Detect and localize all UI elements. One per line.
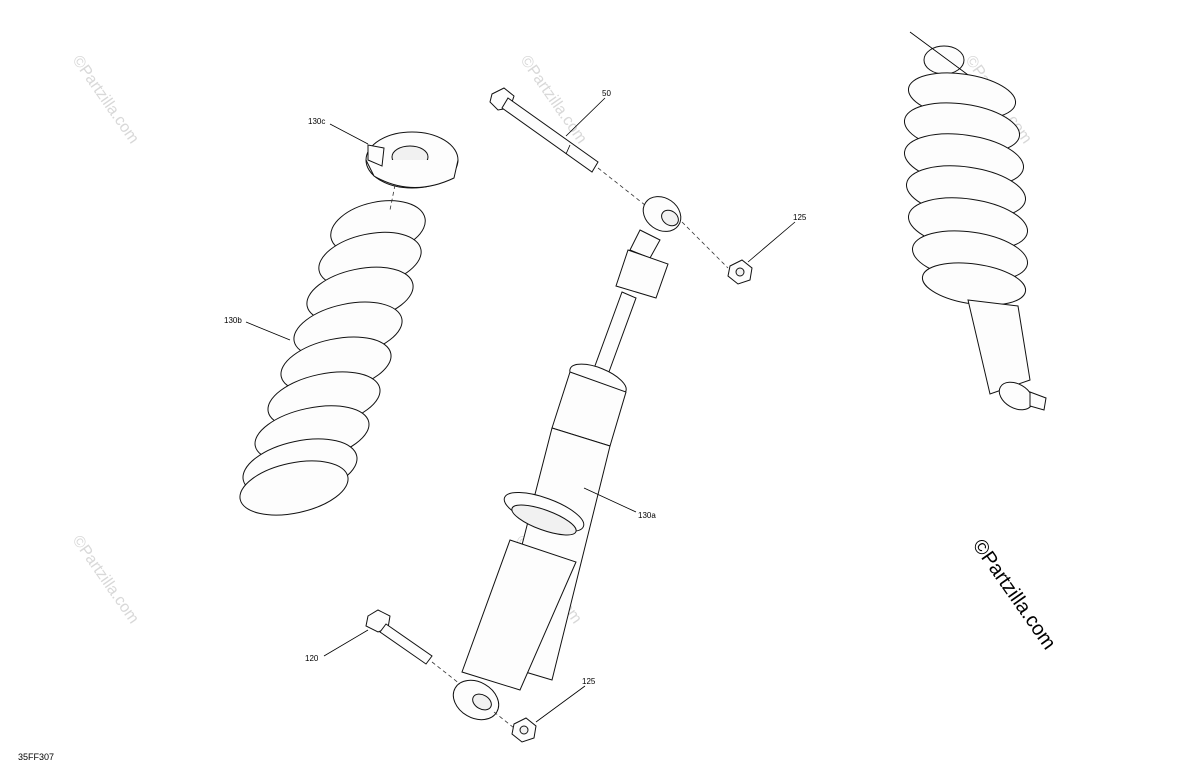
coil-spring-130b — [239, 200, 426, 516]
callout-50: 50 — [602, 89, 611, 98]
watermark-top-left: ©Partzilla.com — [69, 53, 142, 147]
callout-125-top: 125 — [793, 213, 807, 222]
leader-130a — [583, 487, 637, 513]
lower-nut-125 — [511, 717, 537, 743]
leader-130b — [245, 321, 291, 341]
dash-130c-to-spring — [389, 184, 396, 211]
callout-120: 120 — [305, 654, 319, 663]
diagram-code: 35FF307 — [18, 752, 55, 762]
leader-125-bottom — [535, 685, 586, 723]
dash-bolt-to-lower-eye — [431, 661, 461, 685]
assembled-shock — [903, 31, 1047, 411]
watermark-bottom-left: ©Partzilla.com — [69, 533, 142, 627]
upper-nut-125 — [727, 259, 753, 285]
leader-125-top — [747, 221, 796, 263]
upper-bolt-50 — [489, 87, 599, 173]
callout-130b: 130b — [224, 316, 242, 325]
callout-125-bottom: 125 — [582, 677, 596, 686]
shock-absorber-130a — [452, 196, 682, 721]
dash-bolt-to-eye — [597, 167, 646, 206]
leader-120 — [323, 629, 369, 657]
dash-eye-to-nut — [681, 221, 729, 269]
callout-130a: 130a — [638, 511, 656, 520]
lower-bolt-120 — [365, 609, 433, 665]
watermark-main: ©Partzilla.com — [968, 535, 1060, 653]
leader-130c — [329, 123, 369, 145]
leader-50 — [565, 97, 606, 137]
dash-lower-eye-to-nut — [493, 711, 515, 729]
callout-130c: 130c — [308, 117, 325, 126]
spring-retainer-130c — [365, 131, 459, 189]
